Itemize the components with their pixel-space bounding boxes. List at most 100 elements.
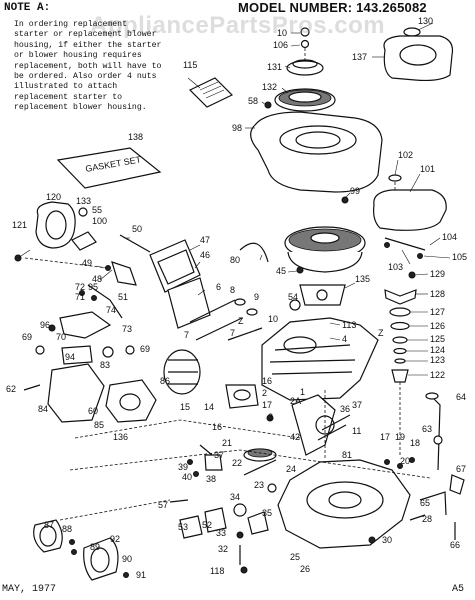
part-67-cap: [449, 474, 465, 495]
footer-date: MAY, 1977: [2, 584, 57, 595]
callout-138: 138: [128, 132, 143, 142]
part-98-blower-housing: [250, 111, 383, 193]
callout-121: 121: [12, 220, 27, 230]
callout-65: 65: [420, 498, 430, 508]
callout-20: 20: [400, 456, 410, 466]
callout-47: 47: [200, 235, 210, 245]
callout-128: 128: [430, 289, 445, 299]
callout-100: 100: [92, 216, 107, 226]
part-50-tube: [119, 234, 151, 253]
callout-115: 115: [183, 60, 197, 70]
note-title: NOTE A:: [4, 2, 51, 14]
part-33-screw: [236, 531, 244, 539]
callout-91: 91: [136, 570, 146, 580]
callout-103: 103: [388, 262, 403, 272]
part-69b-nut: [125, 345, 135, 355]
part-126-washer: [390, 321, 410, 331]
part-10-nut: [300, 27, 310, 37]
part-99-screw: [341, 196, 349, 204]
part-101-muffler: [373, 189, 447, 231]
part-118-screw: [240, 566, 248, 574]
part-46-gasket: [167, 277, 211, 329]
callout-53: 53: [178, 522, 188, 532]
part-102-plug: [388, 174, 402, 182]
callout-33: 33: [216, 528, 226, 538]
part-125-washer: [392, 336, 408, 344]
callout-52: 52: [202, 520, 212, 530]
part-6-valve: [189, 299, 236, 323]
part-63-oring: [433, 435, 443, 445]
part-69-nut: [35, 345, 45, 355]
callout-131: 131: [267, 62, 282, 72]
part-18-screw: [409, 457, 415, 463]
part-48-valve: [111, 261, 137, 286]
callout-102: 102: [398, 150, 413, 160]
part-30-screw: [368, 536, 376, 544]
callout-67: 67: [456, 464, 466, 474]
part-52-plate: [204, 507, 227, 533]
callout-71: 71: [75, 292, 85, 302]
part-3-pin: [266, 414, 274, 422]
callout-105: 105: [452, 252, 467, 262]
part-91-screw: [123, 572, 129, 578]
part-90-coupler: [83, 537, 119, 581]
callout-23: 23: [254, 480, 264, 490]
part-84-intake: [47, 363, 105, 423]
watermark: AppliancePartsPros.com: [90, 12, 386, 39]
part-130-cap: [403, 27, 421, 37]
callout-19: 19: [395, 432, 405, 442]
part-136-carburetor: [105, 379, 157, 423]
part-40-screw: [193, 471, 199, 477]
callout-55: 55: [92, 205, 102, 215]
callout-51: 51: [118, 292, 128, 302]
part-72-spring: [79, 290, 85, 296]
callout-3: 3: [268, 412, 273, 422]
callout-49: 49: [82, 258, 92, 268]
callout-64: 64: [456, 392, 466, 402]
part-83-nut: [102, 346, 114, 358]
callout-labels: 130 137 10 106 115 131 132 58 98 138 102…: [6, 16, 467, 580]
callout-32: 32: [218, 544, 228, 554]
callout-22: 22: [232, 458, 242, 468]
callout-2: 2: [262, 388, 267, 398]
part-22-cam: [243, 459, 277, 476]
part-89-screw: [71, 549, 77, 555]
callout-38: 38: [206, 474, 216, 484]
callout-2a: 2A: [290, 396, 301, 406]
part-129-nut: [408, 271, 416, 279]
callout-69: 69: [22, 332, 32, 342]
part-94-gasket: [61, 345, 93, 365]
part-124-washer: [393, 347, 407, 355]
part-38-bracket: [204, 454, 223, 471]
callout-17b: 17: [380, 432, 390, 442]
part-128-link: [384, 289, 417, 305]
part-58-screw: [264, 101, 272, 109]
part-7-valve: [195, 317, 243, 341]
callout-120: 120: [46, 192, 61, 202]
callout-83: 83: [100, 360, 110, 370]
part-62-screw: [23, 384, 41, 391]
callout-118: 118: [210, 566, 224, 576]
part-137-starter: [383, 35, 454, 82]
callout-126: 126: [430, 321, 445, 331]
part-100-gasket: [71, 231, 97, 251]
callout-1: 1: [300, 387, 305, 397]
callout-40: 40: [182, 472, 192, 482]
callout-98: 98: [232, 123, 242, 133]
callout-88: 88: [62, 524, 72, 534]
callout-124: 124: [430, 345, 445, 355]
part-80-wire: [239, 242, 269, 263]
callout-z2: Z: [238, 316, 244, 326]
callout-136: 136: [113, 432, 128, 442]
callout-96: 96: [40, 320, 50, 330]
callout-74: 74: [106, 305, 116, 315]
callout-133: 133: [76, 196, 91, 206]
callout-90: 90: [122, 554, 132, 564]
callout-37: 37: [352, 400, 362, 410]
callout-130: 130: [418, 16, 433, 26]
part-39-screw: [187, 459, 193, 465]
part-120-air-cleaner: [35, 201, 76, 249]
part-70-bracket: [59, 311, 112, 339]
callout-25: 25: [290, 552, 300, 562]
part-2-crankshaft: [291, 394, 336, 456]
